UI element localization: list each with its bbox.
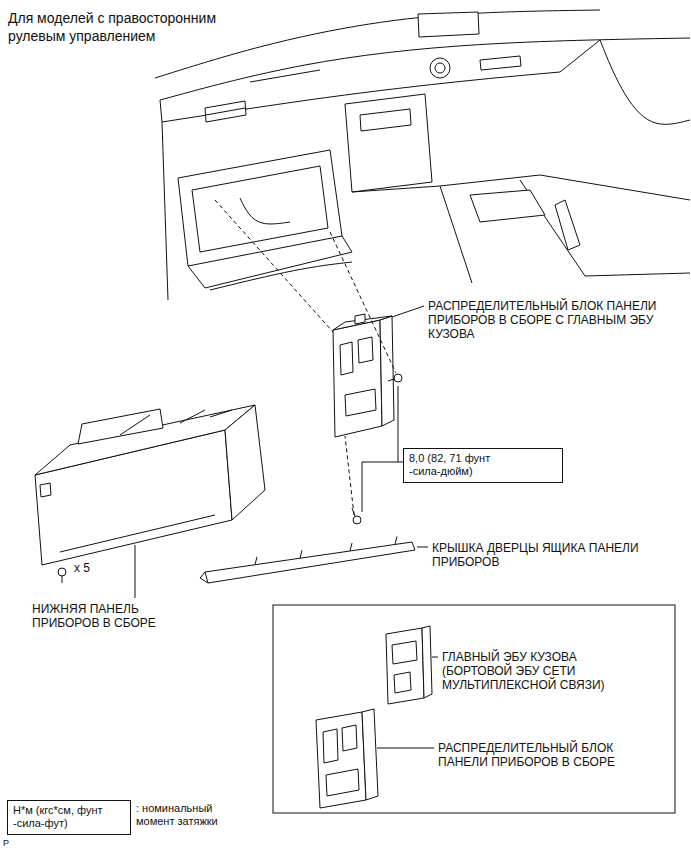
meter-hood [560,40,600,72]
cover-strip-end [200,572,208,583]
lower-panel-latch [40,483,51,497]
display [418,12,479,37]
lower-panel-top [35,405,255,475]
shift-lever [555,200,580,250]
bolt-head [394,374,402,382]
inset-block-front [316,712,366,808]
air-vent-slat [206,108,245,115]
leader-line [392,306,424,317]
defroster-slot [250,70,320,82]
lower-panel-edge [60,515,215,552]
ecu-front [333,320,382,437]
ecu-clip [355,314,365,324]
figure-code: P [3,838,23,849]
air-vent [205,101,246,122]
center-stack [345,94,432,192]
legend-sample-box: Н*м (кгс*см, фунт -сила-фут) [7,800,131,835]
ecu-connector [345,389,376,416]
bolt-head [353,516,361,524]
cover-strip [205,542,415,583]
part-name: НИЖНЯЯ ПАНЕЛЬ ПРИБОРОВ В СБОРЕ [32,602,182,630]
leader-line [362,462,403,512]
control-knob [435,63,445,73]
clip-tab [395,536,397,544]
dashboard-lower [188,236,352,288]
glove-box-inner [192,166,328,252]
inset-frame [273,605,675,813]
leader-line [417,547,428,548]
lower-panel-side [225,405,265,520]
part-name: РАСПРЕДЕЛИТЕЛЬНЫЙ БЛОК ПАНЕЛИ ПРИБОРОВ В… [438,741,663,769]
dashed-line [345,436,354,515]
steering-column [600,40,690,124]
console-side [440,186,472,283]
box-text: Н*м (кгс*см, фунт -сила-фут) [13,804,121,830]
legend-note: : номинальный момент затяжки [136,802,251,828]
bolt-shank [388,379,394,381]
title: Для моделей с правосторонним рулевым упр… [8,10,243,45]
dashed-line [215,200,333,332]
windshield-edge [155,10,600,78]
console-tray [470,190,545,222]
inset-block-detail [326,769,359,796]
floor-line [210,262,352,290]
box-text: 8,0 (82, 71 фунт -сила-дюйм) [409,452,521,478]
ecu-connector [340,342,353,375]
clip-tab [350,543,352,551]
leader-line [432,657,438,658]
dashed-line [330,232,396,373]
inset-ecu-front [386,628,424,704]
lower-panel-duct [78,409,163,444]
leader-line [135,545,136,598]
leader-line [398,386,399,462]
inset-ecu-detail [394,672,411,693]
inset-block-detail [323,729,338,763]
inset-block-side [362,709,378,800]
quantity: x 5 [74,561,114,575]
control-knob [430,58,450,78]
lower-panel-rib [180,410,205,423]
inset-ecu-side [422,626,432,698]
inset-block-detail [342,725,357,751]
dashboard-side [160,100,168,300]
part-name: РАСПРЕДЕЛИТЕЛЬНЫЙ БЛОК ПАНЕЛИ ПРИБОРОВ В… [428,299,686,341]
center-vent [360,109,411,131]
lower-panel-rib [120,415,150,435]
ecu-connector [358,337,373,363]
screw-shank [62,576,63,583]
dashboard-top [160,38,690,100]
leader-line [377,748,434,749]
part-name: КРЫШКА ДВЕРЦЫ ЯЩИКА ПАНЕЛИ ПРИБОРОВ [432,541,682,569]
console-top [520,180,690,276]
part-name: ГЛАВНЫЙ ЭБУ КУЗОВА (БОРТОВОЙ ЭБУ СЕТИ МУ… [442,650,642,692]
torque-box: 8,0 (82, 71 фунт -сила-дюйм) [403,448,563,483]
bolt-shank [352,508,355,516]
ecu-side [380,316,394,426]
glove-box-opening [178,150,342,266]
lower-panel-rib [210,410,232,417]
clip-tab [300,550,302,558]
switch-panel [480,56,521,70]
screw-head [58,568,66,576]
wire-harness [240,198,290,224]
inset-ecu-detail [392,641,417,664]
clip-tab [255,557,257,565]
